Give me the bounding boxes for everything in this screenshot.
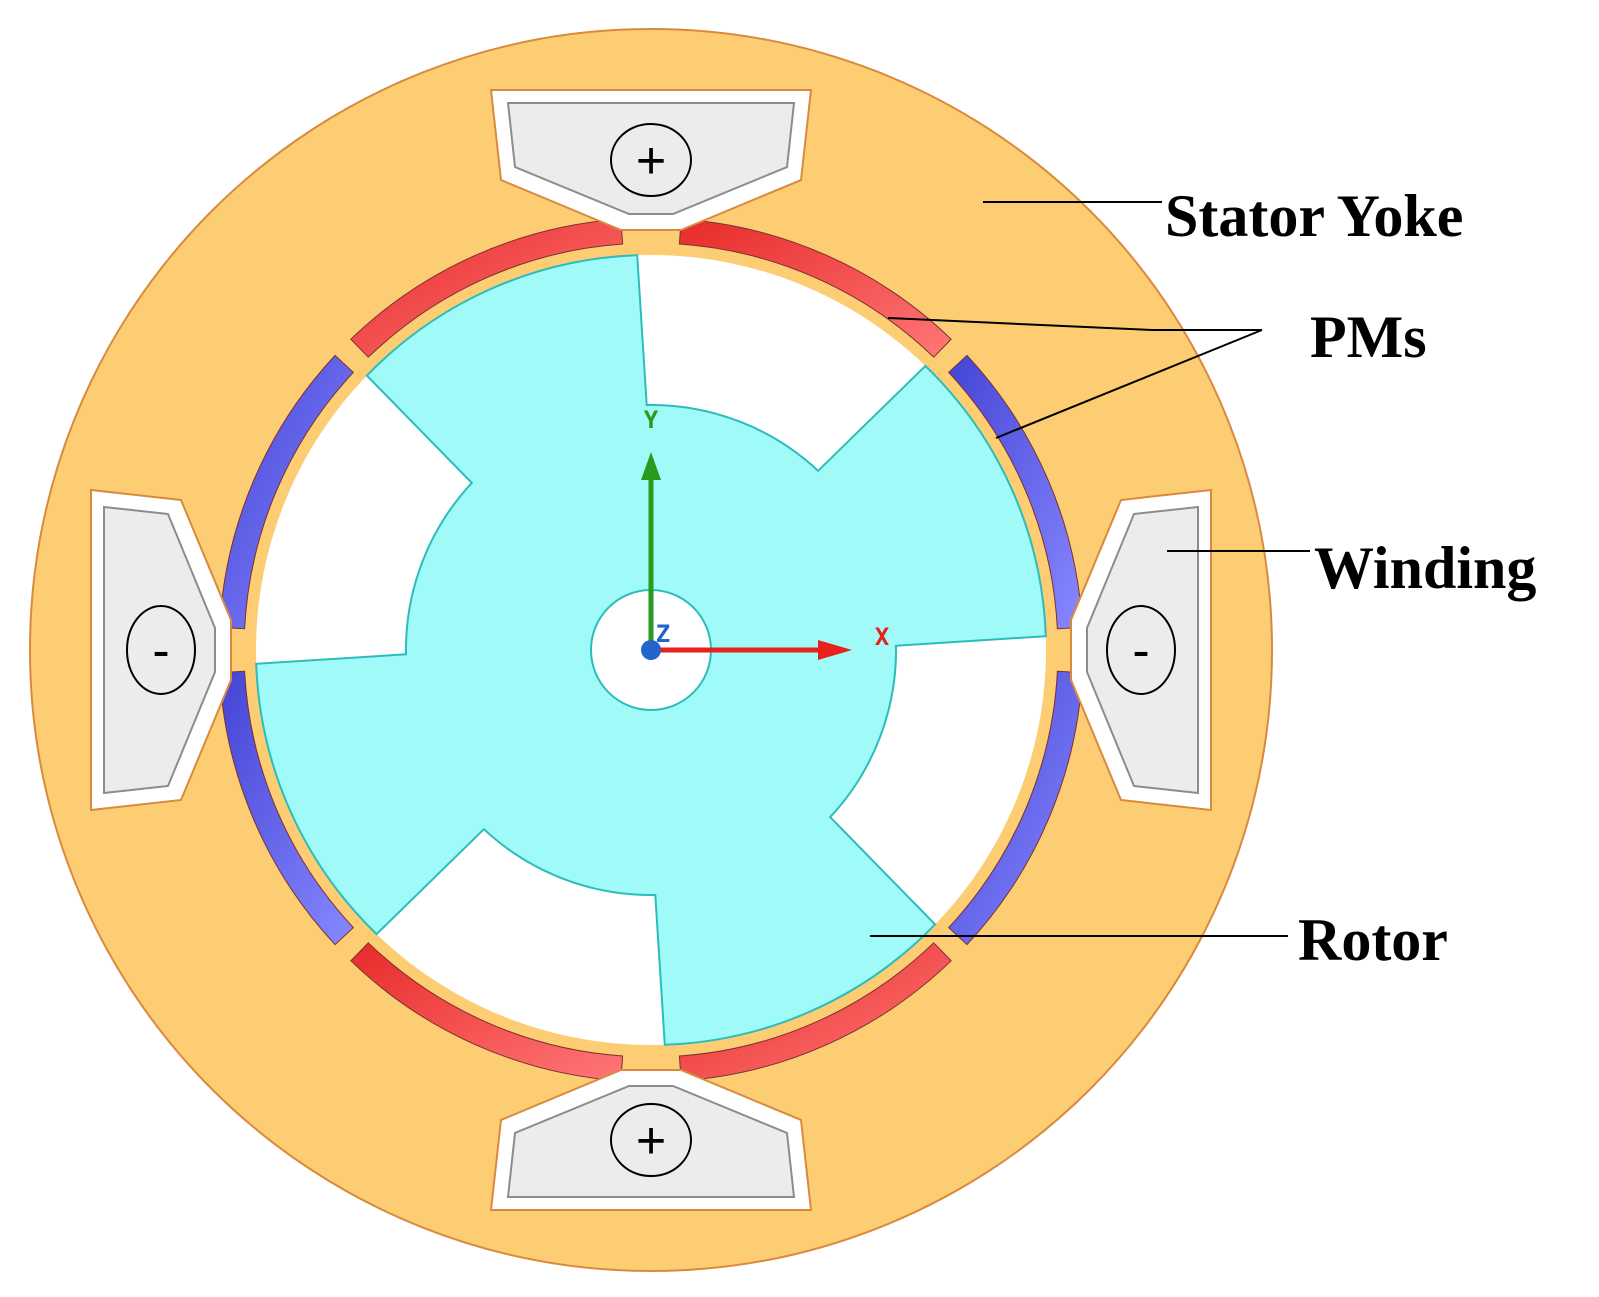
winding-slot-right: -: [1070, 488, 1212, 812]
winding-slot-bottom: +: [489, 1069, 813, 1211]
pm-blue-left-lower: [219, 670, 355, 946]
pm-red-top-right: [678, 218, 952, 358]
y-axis-arrowhead: [641, 452, 661, 480]
polarity-circle-right: [1106, 605, 1176, 695]
rotor-label: Rotor: [1298, 907, 1448, 973]
z-axis-label: Z: [656, 620, 670, 648]
winding-coil-bottom: [506, 1085, 796, 1198]
pm-red-bottom-left: [350, 942, 624, 1082]
stator-yoke-label: Stator Yoke: [1165, 183, 1463, 249]
polarity-circle-left: [126, 605, 196, 695]
origin-marker: [641, 640, 661, 660]
winding-coil-top: [506, 102, 796, 215]
winding-coil-left: [103, 505, 216, 795]
winding-slot-left: -: [90, 488, 232, 812]
x-axis-arrowhead: [818, 640, 852, 660]
x-axis-label: X: [875, 623, 890, 651]
pms-leader-upper: [887, 317, 1262, 331]
polarity-circle-top: [610, 123, 692, 197]
pm-blue-right-lower: [947, 670, 1083, 946]
winding-slot-top: +: [489, 89, 813, 231]
stator-slots: + - + -: [90, 89, 1212, 1211]
y-axis-label: Y: [644, 406, 659, 434]
permanent-magnets: [219, 218, 1083, 1082]
polarity-sign-right: -: [1132, 622, 1149, 680]
winding-label: Winding: [1314, 535, 1536, 601]
pm-red-bottom-right: [678, 942, 952, 1082]
polarity-circle-bottom: [610, 1103, 692, 1177]
pms-label: PMs: [1310, 304, 1427, 370]
polarity-sign-bottom: +: [636, 1112, 666, 1170]
pms-leader-lower: [995, 329, 1263, 439]
leader-lines: [870, 201, 1310, 937]
pm-blue-right-upper: [947, 354, 1083, 630]
coordinate-axes: Y X Z: [641, 406, 890, 660]
pm-red-top-left: [350, 218, 624, 358]
pm-blue-left-upper: [219, 354, 355, 630]
polarity-sign-top: +: [636, 132, 666, 190]
winding-coil-right: [1086, 505, 1199, 795]
polarity-sign-left: -: [152, 622, 169, 680]
